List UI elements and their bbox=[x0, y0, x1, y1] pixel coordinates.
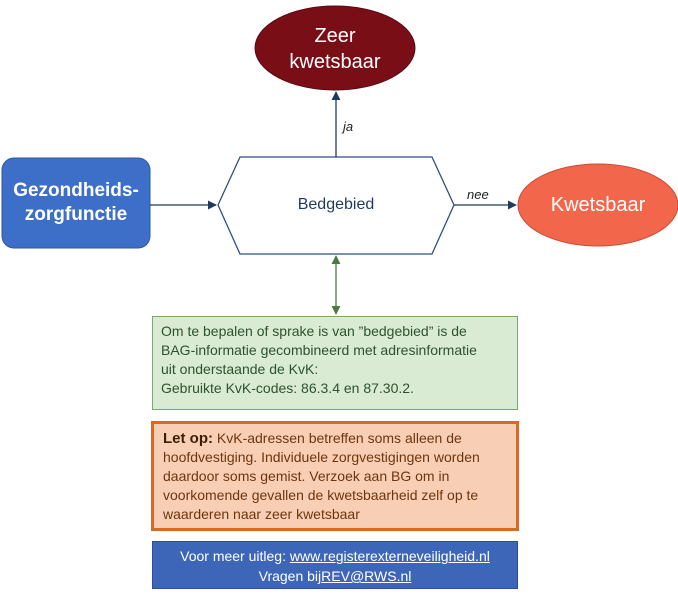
info-green-line3: uit onderstaande de KvK: bbox=[161, 361, 319, 377]
contact-line1-prefix: Voor meer uitleg: bbox=[180, 548, 286, 564]
kwetsbaar-label: Kwetsbaar bbox=[550, 193, 646, 216]
edge-label-ja: ja bbox=[343, 119, 354, 134]
email-link[interactable]: REV@RWS.nl bbox=[321, 568, 412, 584]
zeer-kwetsbaar-line1: Zeer bbox=[314, 25, 356, 47]
bedgebied-node: Bedgebied bbox=[220, 190, 452, 220]
zeer-kwetsbaar-line2: kwetsbaar bbox=[289, 51, 381, 73]
contact-line2: Vragen bijREV@RWS.nl bbox=[159, 566, 511, 586]
info-green-line1: Om te bepalen of sprake is van ”bedgebie… bbox=[161, 323, 467, 339]
zeer-kwetsbaar-node: Zeer kwetsbaar bbox=[255, 14, 415, 84]
website-link[interactable]: www.registerexterneveiligheid.nl bbox=[289, 548, 490, 564]
info-green-line4: Gebruikte KvK-codes: 86.3.4 en 87.30.2. bbox=[161, 380, 414, 396]
contact-line1: Voor meer uitleg: www.registerexternevei… bbox=[159, 546, 511, 566]
warning-text: KvK-adressen betreffen soms alleen de ho… bbox=[163, 430, 480, 522]
warning-box-let-op: Let op: KvK-adressen betreffen soms alle… bbox=[151, 421, 519, 531]
info-box-bedgebied: Om te bepalen of sprake is van ”bedgebie… bbox=[152, 316, 518, 410]
gezondheidszorgfunctie-node: Gezondheids- zorgfunctie bbox=[2, 158, 150, 248]
zeer-kwetsbaar-node-shape bbox=[254, 5, 416, 91]
gezondheidszorgfunctie-line1: Gezondheids- bbox=[13, 180, 139, 201]
edge-label-nee: nee bbox=[467, 187, 489, 202]
kwetsbaar-node: Kwetsbaar bbox=[518, 164, 678, 246]
warning-lead: Let op: bbox=[163, 430, 213, 447]
bedgebied-label: Bedgebied bbox=[297, 196, 375, 213]
gezondheidszorgfunctie-node-shape bbox=[1, 157, 151, 249]
contact-box: Voor meer uitleg: www.registerexternevei… bbox=[152, 541, 518, 589]
bedgebied-node-shape bbox=[217, 156, 455, 255]
contact-line2-prefix: Vragen bij bbox=[258, 568, 322, 584]
gezondheidszorgfunctie-line2: zorgfunctie bbox=[24, 204, 128, 225]
info-green-line2: BAG-informatie gecombineerd met adresinf… bbox=[161, 342, 477, 358]
kwetsbaar-node-shape bbox=[517, 163, 678, 247]
